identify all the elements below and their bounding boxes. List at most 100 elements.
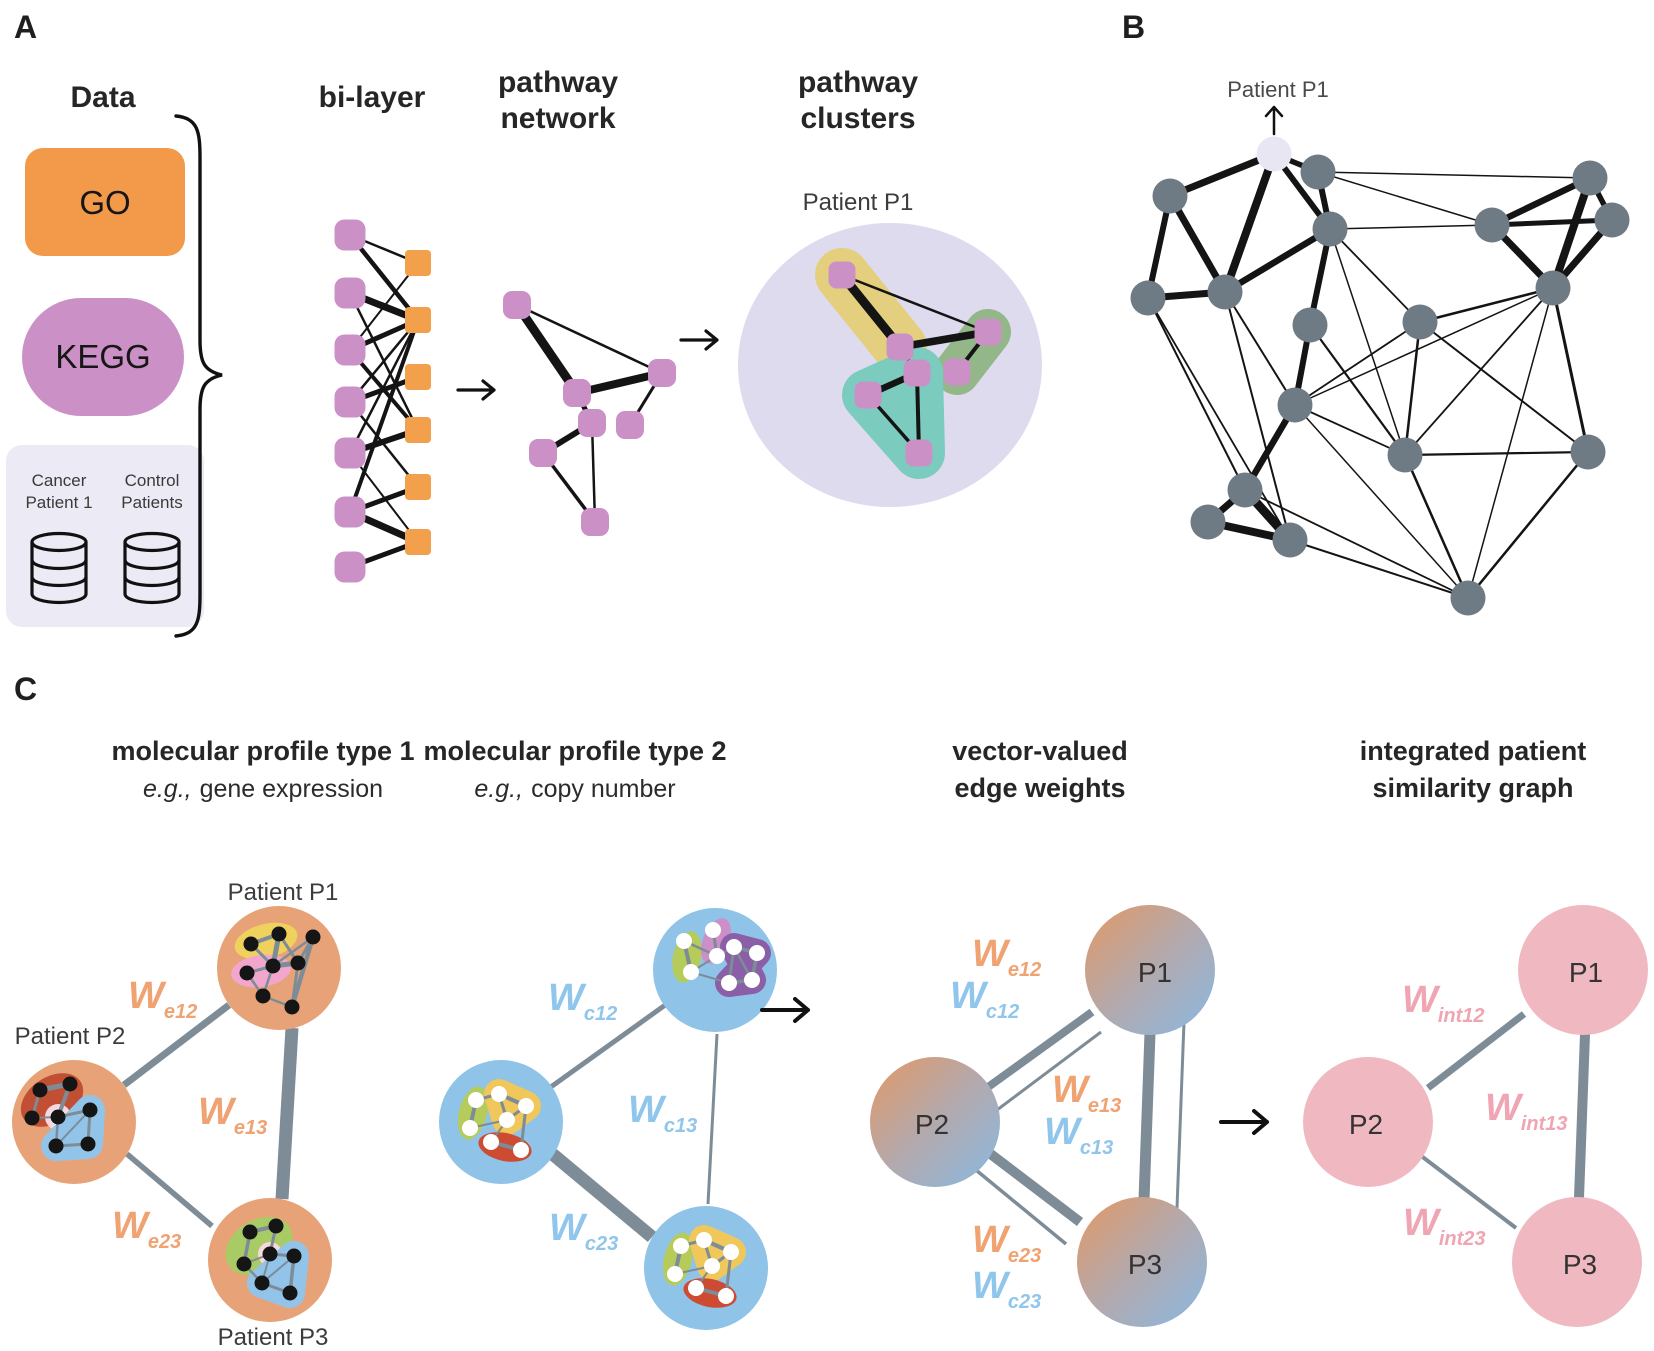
- w-main: W: [1485, 1087, 1524, 1129]
- col1-subtitle-rest: gene expression: [200, 775, 383, 803]
- patient-node: [1535, 270, 1571, 306]
- graph-edge: [1403, 454, 1470, 599]
- w-e13-pair-label: We13: [1052, 1069, 1121, 1117]
- patient-data-box: [6, 445, 204, 627]
- mini-network-node: [499, 1112, 515, 1128]
- similarity-edge: [984, 1148, 1084, 1226]
- mini-network-node: [268, 1218, 284, 1234]
- similarity-edge: [121, 1002, 232, 1088]
- mini-network-node: [282, 1285, 298, 1301]
- database-disc: [30, 576, 88, 588]
- graph-edge: [1419, 321, 1589, 453]
- mini-network-node: [483, 1134, 499, 1150]
- mini-network-node: [284, 999, 300, 1015]
- w-c23-pair-label: Wc23: [972, 1265, 1041, 1313]
- col2-subtitle: e.g., copy number: [474, 775, 675, 803]
- w-e23-pair-label: We23: [972, 1219, 1041, 1267]
- w-sub: int12: [1438, 1005, 1485, 1027]
- col1-patient-p3-label: Patient P3: [218, 1324, 329, 1351]
- patient-node: [1227, 472, 1263, 508]
- col4-title-line2: similarity graph: [1372, 773, 1573, 803]
- database-icon: [30, 531, 88, 605]
- mini-network-node: [744, 972, 760, 988]
- w-main: W: [628, 1089, 667, 1131]
- data-heading: Data: [70, 81, 135, 114]
- arrow-up-icon: [1264, 105, 1284, 136]
- w-e12-pair-label: We12: [972, 933, 1041, 981]
- graph-edge: [1221, 152, 1278, 294]
- w-sub: e23: [1008, 1245, 1041, 1267]
- pathway-node: [854, 381, 882, 409]
- col3-p1-label: P1: [1138, 957, 1172, 988]
- col1-patient-p1-label: Patient P1: [228, 879, 339, 906]
- patient-circle: [870, 1057, 1000, 1187]
- pathway-node: [974, 318, 1002, 346]
- graph-edge: [1309, 324, 1406, 456]
- mini-network-node: [24, 1110, 40, 1126]
- mini-network-node: [305, 929, 321, 945]
- w-sub: c23: [585, 1233, 618, 1255]
- mini-network-node: [683, 964, 699, 980]
- similarity-edge: [545, 1147, 657, 1242]
- w-main: W: [112, 1205, 151, 1247]
- mini-network-node: [513, 1142, 529, 1158]
- database-body: [30, 542, 88, 605]
- graph-edge: [1329, 228, 1406, 456]
- database-icon: [123, 531, 181, 605]
- mini-network-node: [518, 1098, 534, 1114]
- patient-node: [1387, 437, 1423, 473]
- graph-edge: [513, 302, 581, 396]
- graph-edge: [899, 328, 989, 351]
- col3-title-line2: edge weights: [954, 773, 1125, 803]
- pathway-node: [578, 409, 606, 437]
- graph-edge: [349, 319, 419, 403]
- database-top: [123, 531, 181, 553]
- graph-edge: [1147, 297, 1291, 541]
- patient-node: [1130, 280, 1166, 316]
- graph-edge: [349, 262, 419, 351]
- w-c13-pair-label: Wc13: [1044, 1111, 1113, 1159]
- graph-edge: [1419, 286, 1554, 324]
- w-sub: c12: [986, 1001, 1019, 1023]
- patient-circle: [1303, 1057, 1433, 1187]
- mini-network-node: [262, 1246, 278, 1262]
- mini-network-node: [255, 988, 271, 1004]
- pathway-node: [334, 437, 366, 469]
- mini-network-node: [239, 965, 255, 981]
- w-int12-label: Wint12: [1402, 979, 1485, 1027]
- mini-network-node: [48, 1138, 64, 1154]
- go-term-node: [405, 364, 431, 390]
- patient-node: [1312, 211, 1348, 247]
- w-main: W: [972, 1219, 1011, 1261]
- w-main: W: [1402, 979, 1441, 1021]
- pathway-node: [334, 551, 366, 583]
- similarity-edge: [1138, 1032, 1156, 1201]
- pathway-clusters-heading-line2: clusters: [800, 102, 915, 135]
- col4-title-line1: integrated patient: [1360, 736, 1587, 766]
- patient-circle: [1518, 905, 1648, 1035]
- pathway-node: [828, 261, 856, 289]
- patient-similarity-network: [1130, 136, 1630, 616]
- col1-patient-p2-label: Patient P2: [15, 1023, 126, 1050]
- go-term-node: [405, 474, 431, 500]
- w-main: W: [198, 1091, 237, 1133]
- col1-subtitle: e.g.,gene expression: [143, 775, 383, 803]
- patient-node: [1474, 207, 1510, 243]
- col3-p3-label: P3: [1128, 1249, 1162, 1280]
- database-disc: [30, 559, 88, 571]
- graph-edge: [289, 936, 316, 1008]
- col2-subtitle-eg: e.g.,: [474, 775, 523, 803]
- mini-network-node: [688, 1280, 704, 1296]
- pathway-node: [503, 291, 531, 319]
- graph-edge: [590, 422, 597, 523]
- col4-p3-label: P3: [1563, 1249, 1597, 1280]
- arrow-right-icon: [1219, 1109, 1269, 1135]
- mini-network-node: [286, 1248, 302, 1264]
- graph-edge: [1329, 224, 1493, 230]
- patient-node: [1292, 307, 1328, 343]
- col2-subtitle-rest: copy number: [531, 775, 676, 803]
- graph-edge: [1289, 539, 1469, 599]
- mini-network-node: [236, 1256, 252, 1272]
- graph-edge: [576, 369, 663, 397]
- pathway-network-heading-line1: pathway: [498, 66, 618, 99]
